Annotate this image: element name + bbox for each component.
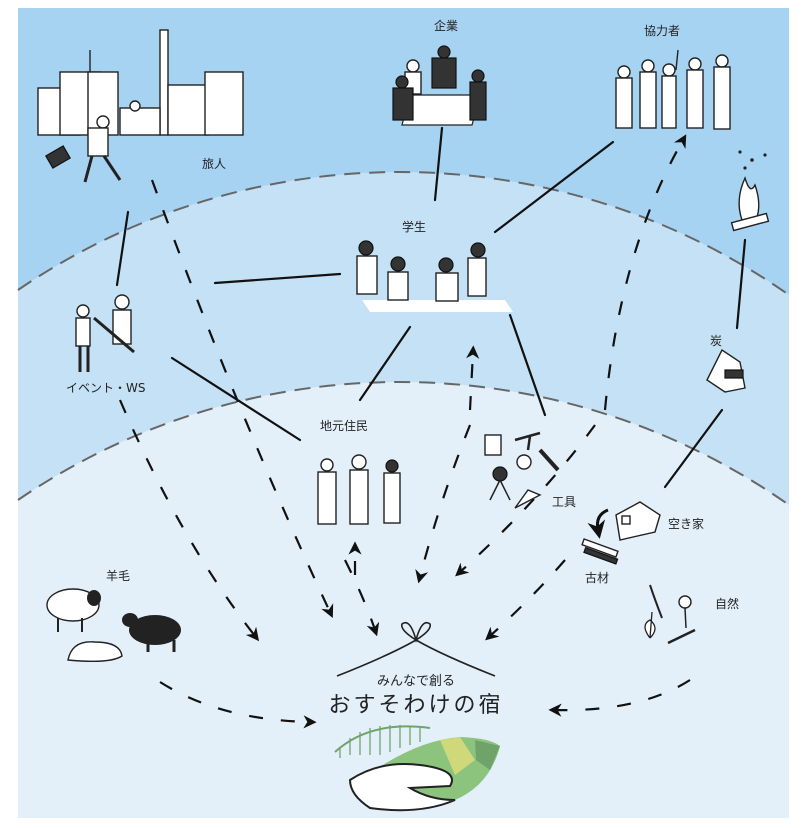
- trowel-icon: [514, 489, 542, 509]
- label-event-ws: イベント・WS: [66, 381, 145, 395]
- middle-zone-border: [17, 171, 790, 296]
- company-illustration: [392, 45, 487, 126]
- flow-arrows: [118, 134, 691, 729]
- hammer-icon: [514, 431, 541, 451]
- logo-subtitle: みんなで創る: [377, 674, 455, 689]
- drill-icon: [538, 448, 560, 472]
- city-traveler-illustration: [37, 29, 244, 183]
- logo-title: おすそわけの宿: [328, 693, 503, 718]
- label-collaborators: 協力者: [644, 23, 680, 38]
- old-wood-illustration: [581, 538, 619, 565]
- tools-illustration: [484, 431, 560, 509]
- bonfire-illustration: [730, 150, 770, 232]
- labels: 企業 協力者 旅人 学生 炭 イベント・WS 地元住民 工具 空き家 古材 自然…: [66, 18, 739, 718]
- charcoal-illustration: [706, 348, 746, 393]
- sheep-illustration: [46, 588, 181, 663]
- label-old-wood: 古材: [585, 570, 609, 585]
- event-ws-illustration: [75, 294, 135, 372]
- nature-illustration: [644, 584, 696, 645]
- label-locals: 地元住民: [320, 419, 368, 433]
- traveler-head: [96, 115, 110, 129]
- students-illustration: [356, 240, 513, 312]
- label-vacant-house: 空き家: [668, 516, 704, 531]
- wool-icon: [67, 641, 123, 663]
- label-company: 企業: [434, 18, 458, 33]
- suitcase-icon: [45, 145, 71, 169]
- inner-zone-border: [17, 381, 790, 506]
- collaborators-illustration: [615, 49, 731, 130]
- label-students: 学生: [402, 219, 426, 234]
- fan-icon: [492, 466, 508, 482]
- tape-measure-icon: [516, 454, 532, 470]
- bucket-icon: [484, 434, 502, 456]
- label-tools: 工具: [552, 495, 576, 509]
- locals-illustration: [317, 454, 401, 525]
- label-charcoal: 炭: [710, 334, 722, 348]
- connections: [115, 126, 747, 489]
- logo-hand-illustration: [334, 725, 500, 812]
- inner-zone: [18, 382, 789, 818]
- vacant-house-illustration: [615, 501, 661, 541]
- logo-mizuhiki-knot: [336, 621, 496, 677]
- label-traveler: 旅人: [202, 157, 226, 171]
- zone-background: [17, 8, 790, 819]
- reuse-arrow: [587, 508, 609, 539]
- label-wool: 羊毛: [106, 568, 130, 583]
- label-nature: 自然: [715, 596, 739, 611]
